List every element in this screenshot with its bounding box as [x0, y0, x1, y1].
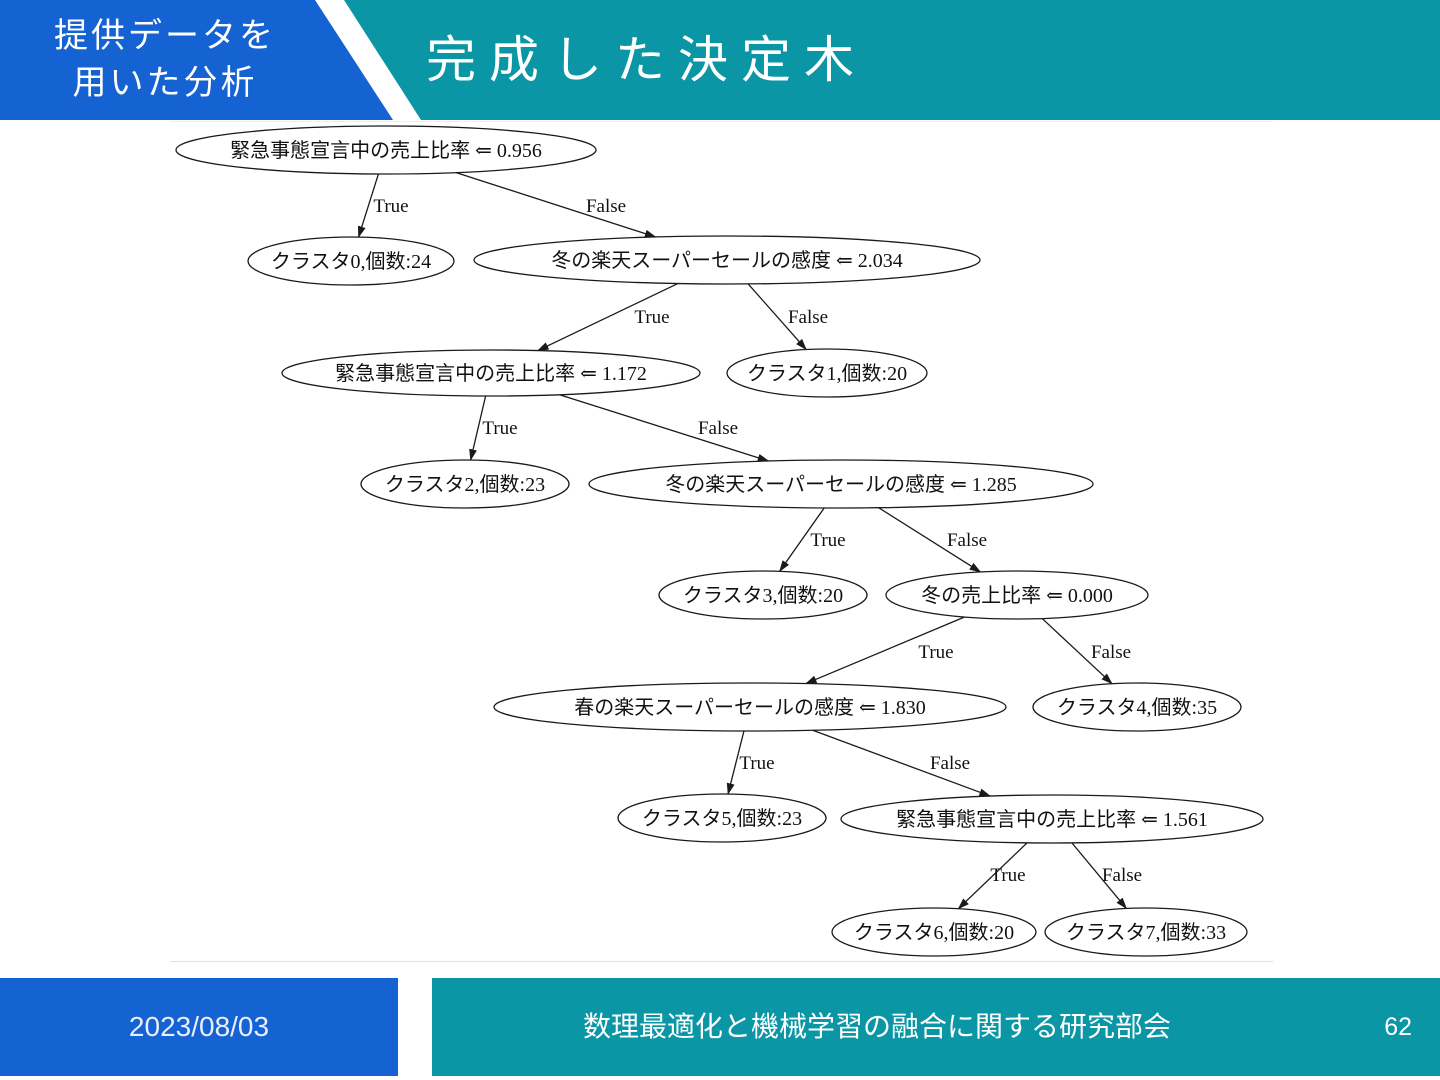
tree-node-label: 冬の楽天スーパーセールの感度 ⇐ 1.285	[665, 473, 1017, 496]
tree-image-frame	[170, 121, 1273, 962]
tree-node-split	[588, 459, 1094, 509]
tree-edge	[804, 616, 965, 685]
header-title-background	[344, 0, 1440, 120]
tree-edge	[1041, 618, 1113, 685]
tree-node-split	[175, 125, 597, 175]
footer-session-label: 数理最適化と機械学習の融合に関する研究部会	[582, 1011, 1171, 1042]
tree-edge	[455, 172, 657, 238]
tree-edge-label: False	[586, 196, 626, 217]
tree-edge	[1071, 842, 1128, 910]
tree-edge	[726, 730, 745, 795]
tree-edge-label: False	[1091, 642, 1131, 663]
tree-node-label: クラスタ4,個数:35	[1057, 696, 1217, 719]
tree-node-leaf	[1044, 907, 1248, 957]
tree-edge	[957, 842, 1028, 910]
tree-edge	[559, 394, 770, 462]
tree-node-label: 緊急事態宣言中の売上比率 ⇐ 1.172	[335, 362, 647, 385]
tab-line1: 提供データを	[54, 17, 276, 55]
tree-node-leaf	[658, 570, 868, 620]
page-title: 完成した決定木	[426, 32, 867, 88]
tree-node-leaf	[831, 907, 1037, 957]
tree-node-label: クラスタ5,個数:23	[642, 807, 802, 830]
tree-edge-label: True	[739, 753, 774, 774]
tree-node-label: クラスタ2,個数:23	[385, 473, 545, 496]
tree-edge	[812, 729, 992, 797]
footer-date-box: 2023/08/03	[0, 978, 398, 1076]
tree-node-leaf	[1032, 682, 1242, 732]
footer-session-box: 数理最適化と機械学習の融合に関する研究部会 62	[432, 978, 1440, 1076]
tree-node-label: 緊急事態宣言中の売上比率 ⇐ 0.956	[230, 139, 542, 162]
tree-edge-label: True	[810, 530, 845, 551]
tree-edge	[779, 507, 825, 573]
tree-edge	[747, 283, 807, 351]
tree-edge-label: False	[698, 418, 738, 439]
slide-tab: 提供データを 用いた分析	[0, 13, 330, 107]
tree-node-label: クラスタ7,個数:33	[1066, 921, 1226, 944]
tab-line2: 用いた分析	[72, 64, 258, 102]
tree-node-label: クラスタ0,個数:24	[271, 250, 431, 273]
tree-node-label: 冬の楽天スーパーセールの感度 ⇐ 2.034	[551, 249, 903, 272]
tree-edge	[357, 173, 380, 238]
tree-node-label: クラスタ1,個数:20	[747, 362, 907, 385]
tree-edge-label: True	[373, 196, 408, 217]
tree-edge-label: False	[1102, 865, 1142, 886]
tree-node-label: 緊急事態宣言中の売上比率 ⇐ 1.561	[896, 808, 1208, 831]
tree-node-label: クラスタ3,個数:20	[683, 584, 843, 607]
tree-nodes-layer: 緊急事態宣言中の売上比率 ⇐ 0.956 クラスタ0,個数:24 冬の楽天スーパーセ…	[175, 125, 1264, 957]
tree-edge	[469, 395, 487, 461]
tree-node-split	[885, 570, 1149, 620]
tree-node-split	[493, 682, 1007, 732]
tree-edge	[878, 507, 982, 573]
tree-node-leaf	[726, 348, 928, 398]
tree-edge-label: True	[482, 418, 517, 439]
tree-edge-label: True	[990, 865, 1025, 886]
tree-edge-label: False	[788, 307, 828, 328]
tree-node-split	[281, 349, 701, 397]
tree-node-split	[473, 235, 981, 285]
tree-edge-label: True	[634, 307, 669, 328]
tree-node-leaf	[617, 793, 827, 843]
tree-edge	[536, 282, 679, 352]
tree-edge-label: False	[947, 530, 987, 551]
footer-date: 2023/08/03	[128, 1011, 270, 1042]
tree-node-label: クラスタ6,個数:20	[854, 921, 1014, 944]
tree-node-leaf	[360, 459, 570, 509]
footer-page-number: 62	[1384, 1013, 1412, 1041]
header-tab-background	[0, 0, 393, 120]
tree-node-label: 冬の売上比率 ⇐ 0.000	[921, 584, 1113, 607]
tree-node-split	[840, 794, 1264, 844]
tree-edge-label: True	[918, 642, 953, 663]
tree-node-leaf	[247, 236, 455, 286]
tree-edge-label: False	[930, 753, 970, 774]
tree-node-label: 春の楽天スーパーセールの感度 ⇐ 1.830	[574, 696, 926, 719]
